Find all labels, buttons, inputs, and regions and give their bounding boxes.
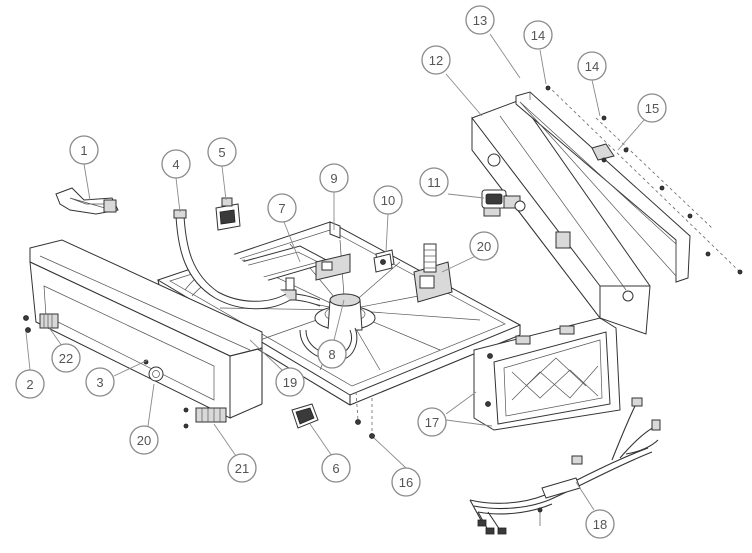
svg-text:14: 14 [585,59,599,74]
callout-20-lower: 20 [129,425,159,455]
svg-text:21: 21 [235,461,249,476]
callout-4: 4 [161,149,191,179]
svg-text:5: 5 [218,145,225,160]
callout-13: 13 [465,5,495,35]
svg-text:18: 18 [593,517,607,532]
svg-text:20: 20 [477,239,491,254]
svg-text:20: 20 [137,433,151,448]
leader-lines [25,33,645,511]
callout-2: 2 [15,369,45,399]
callout-19: 19 [275,367,305,397]
svg-text:11: 11 [427,175,441,190]
part-18-wire-harness [469,397,661,535]
callout-15: 15 [637,93,667,123]
part-16-screws [355,391,375,439]
callout-11: 11 [419,167,449,197]
svg-text:1: 1 [80,143,87,158]
svg-text:12: 12 [429,53,443,68]
part-6-switch [291,403,319,429]
part-10-sensor [373,253,393,273]
svg-text:3: 3 [96,375,103,390]
callout-14-upper: 14 [523,20,553,50]
part-17-control-housing [473,317,621,431]
svg-text:14: 14 [531,28,545,43]
svg-text:2: 2 [26,377,33,392]
part-20-filter [423,243,437,273]
svg-text:16: 16 [399,475,413,490]
svg-text:10: 10 [381,193,395,208]
svg-text:4: 4 [172,157,179,172]
callout-20-upper: 20 [469,231,499,261]
callout-18: 18 [585,509,615,539]
part-11-inlet-valve [481,189,526,217]
callout-3: 3 [85,367,115,397]
callout-16: 16 [391,467,421,497]
svg-text:19: 19 [283,375,297,390]
callout-22: 22 [51,343,81,373]
callout-9: 9 [319,163,349,193]
callout-7: 7 [267,193,297,223]
front-panel [23,239,263,429]
callout-14-lower: 14 [577,51,607,81]
svg-text:9: 9 [330,171,337,186]
callout-10: 10 [373,185,403,215]
svg-text:7: 7 [278,201,285,216]
part-5-connector [215,197,241,231]
callout-1: 1 [69,135,99,165]
svg-text:22: 22 [59,351,73,366]
callout-8: 8 [317,339,347,369]
svg-text:17: 17 [425,415,439,430]
rear-panel [471,85,743,335]
callout-17: 17 [417,407,447,437]
svg-text:13: 13 [473,13,487,28]
drain-hose [173,209,291,310]
svg-text:8: 8 [328,347,335,362]
part-1-bracket [55,187,119,215]
callout-21: 21 [227,453,257,483]
callout-12: 12 [421,45,451,75]
svg-text:15: 15 [645,101,659,116]
callout-5: 5 [207,137,237,167]
callout-6: 6 [321,453,351,483]
svg-text:6: 6 [332,461,339,476]
